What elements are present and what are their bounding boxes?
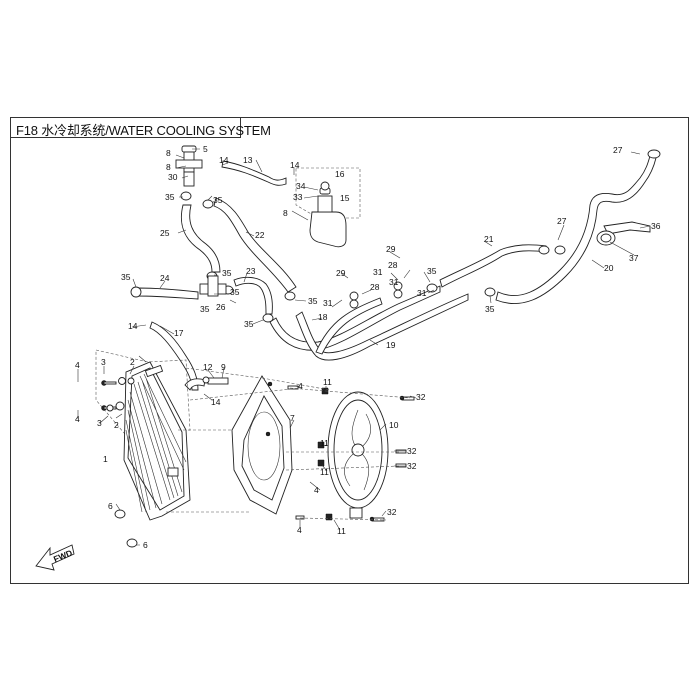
label-3: 3 (101, 357, 106, 367)
label-12: 12 (203, 362, 213, 372)
label-35: 35 (213, 195, 223, 205)
label-4: 4 (75, 360, 80, 370)
label-4: 4 (314, 485, 319, 495)
expansion-tank (295, 167, 361, 248)
label-18: 18 (318, 312, 328, 322)
label-11: 11 (320, 467, 329, 477)
label-35: 35 (485, 304, 495, 314)
label-30: 30 (168, 172, 178, 182)
label-37: 37 (629, 253, 639, 263)
page-title: F18 水冷却系统/WATER COOLING SYSTEM (16, 123, 271, 138)
hose-23 (233, 276, 273, 315)
label-7: 7 (290, 413, 295, 423)
label-32: 32 (407, 461, 417, 471)
label-8: 8 (166, 148, 171, 158)
label-25: 25 (160, 228, 170, 238)
label-10: 10 (389, 420, 399, 430)
pipe-18-19 (269, 285, 469, 361)
label-35: 35 (308, 296, 318, 306)
label-26: 26 (216, 302, 226, 312)
label-3: 3 (97, 418, 102, 428)
label-34: 34 (296, 181, 306, 191)
label-32: 32 (407, 446, 417, 456)
label-6: 6 (143, 540, 148, 550)
label-23: 23 (246, 266, 256, 276)
label-31: 31 (417, 288, 427, 298)
clamps (130, 149, 661, 323)
label-35: 35 (427, 266, 437, 276)
label-11: 11 (337, 526, 346, 536)
label-19: 19 (386, 340, 396, 350)
label-29: 29 (386, 244, 396, 254)
diagram-frame (10, 117, 689, 584)
hose-24 (137, 287, 199, 300)
label-16: 16 (335, 169, 345, 179)
fwd-label: FWD (52, 548, 74, 565)
radiator (95, 349, 191, 521)
label-20: 20 (604, 263, 614, 273)
label-5: 5 (203, 144, 208, 154)
label-14: 14 (128, 321, 138, 331)
hose-25 (180, 204, 221, 273)
label-21: 21 (484, 234, 494, 244)
label-13: 13 (243, 155, 253, 165)
label-4: 4 (75, 414, 80, 424)
label-27: 27 (613, 145, 623, 155)
label-31: 31 (373, 267, 383, 277)
label-35: 35 (244, 319, 254, 329)
fwd-arrow: FWD (35, 544, 75, 571)
filler-neck (175, 145, 203, 187)
label-8: 8 (283, 208, 288, 218)
label-33: 33 (293, 192, 303, 202)
title-box: F18 水冷却系统/WATER COOLING SYSTEM (10, 117, 271, 138)
label-4: 4 (298, 381, 303, 391)
label-28: 28 (388, 260, 398, 270)
label-11: 11 (320, 438, 329, 448)
label-35: 35 (121, 272, 131, 282)
label-15: 15 (340, 193, 350, 203)
label-2: 2 (114, 420, 119, 430)
label-8: 8 (166, 162, 171, 172)
label-17: 17 (174, 328, 184, 338)
cooling-fan (327, 391, 389, 519)
hose-22 (213, 197, 297, 293)
label-9: 9 (221, 362, 226, 372)
label-35: 35 (200, 304, 210, 314)
label-35: 35 (222, 268, 232, 278)
radiator-hardware (101, 377, 138, 548)
label-6: 6 (108, 501, 113, 511)
label-22: 22 (255, 230, 265, 240)
label-31: 31 (389, 277, 399, 287)
label-1: 1 (103, 454, 108, 464)
label-14: 14 (219, 155, 229, 165)
label-35: 35 (230, 287, 240, 297)
label-29: 29 (336, 268, 346, 278)
label-31: 31 (323, 298, 333, 308)
fan-shroud (231, 375, 293, 515)
label-4: 4 (297, 525, 302, 535)
label-32: 32 (416, 392, 426, 402)
leader-lines (77, 148, 651, 546)
hose-17 (149, 321, 206, 391)
label-14: 14 (211, 397, 221, 407)
label-11: 11 (323, 377, 332, 387)
label-2: 2 (130, 357, 135, 367)
tee-joint-26 (199, 275, 227, 297)
pipe-21 (439, 244, 547, 288)
label-35: 35 (165, 192, 175, 202)
label-32: 32 (387, 507, 397, 517)
part-number-labels: 5 8 8 30 35 35 25 14 13 14 16 34 15 33 8… (75, 144, 661, 550)
part-36-37 (596, 221, 651, 246)
hose-13 (221, 160, 287, 186)
label-27: 27 (557, 216, 567, 226)
label-28: 28 (370, 282, 380, 292)
label-36: 36 (651, 221, 661, 231)
label-14: 14 (290, 160, 300, 170)
label-24: 24 (160, 273, 170, 283)
